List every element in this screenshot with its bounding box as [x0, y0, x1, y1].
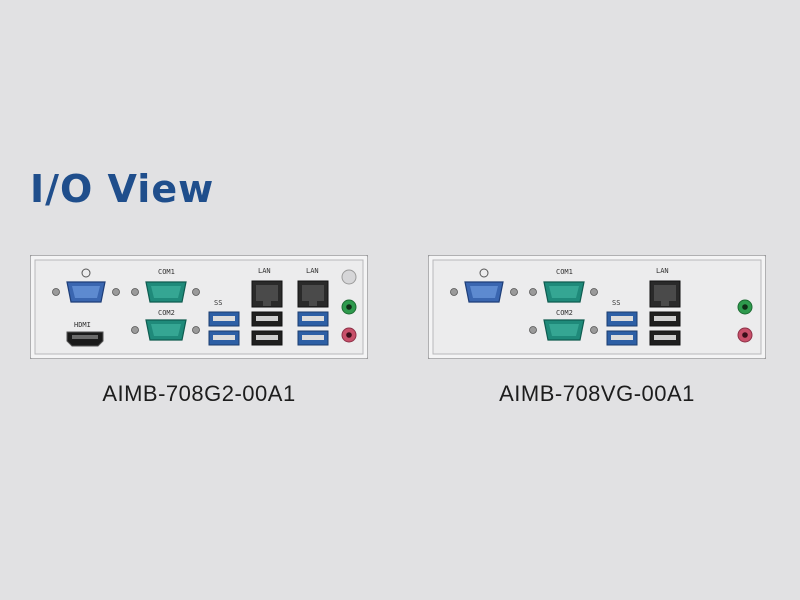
com-port: COM1: [131, 268, 200, 303]
svg-text:LAN: LAN: [306, 267, 319, 275]
usb3-port-stack: [297, 311, 329, 346]
usb3-port-stack: SS: [208, 299, 240, 346]
rj45-port: LAN: [251, 267, 283, 308]
audio-jacks: [737, 299, 753, 343]
svg-text:COM2: COM2: [556, 309, 573, 317]
io-panel-aimb-708vg: COM1 COM2 SS LAN: [428, 255, 766, 359]
rj45-port: LAN: [297, 267, 329, 308]
svg-text:COM2: COM2: [158, 309, 175, 317]
usb3-port-stack: SS: [606, 299, 638, 346]
svg-text:LAN: LAN: [656, 267, 669, 275]
model-label: AIMB-708G2-00A1: [102, 381, 296, 406]
usb-port-stack: [649, 311, 681, 346]
svg-text:SS: SS: [612, 299, 620, 307]
com-port: COM2: [131, 309, 200, 341]
hdmi-port: HDMI: [66, 321, 104, 347]
com-port: COM2: [529, 309, 598, 341]
com-port: COM1: [529, 268, 598, 303]
bracket-inner: [432, 259, 762, 355]
svg-text:LAN: LAN: [258, 267, 271, 275]
page-title: I/O View: [30, 167, 215, 211]
vga-port: [52, 268, 120, 303]
audio-jacks: [341, 269, 357, 343]
svg-text:COM1: COM1: [158, 268, 175, 276]
rj45-port: LAN: [649, 267, 681, 308]
io-panel-aimb-708g2: COM1 HDMI COM2 SS: [30, 255, 368, 359]
svg-text:HDMI: HDMI: [74, 321, 91, 329]
svg-text:COM1: COM1: [556, 268, 573, 276]
usb-port-stack: [251, 311, 283, 346]
svg-text:SS: SS: [214, 299, 222, 307]
model-label: AIMB-708VG-00A1: [499, 381, 695, 406]
vga-port: [450, 268, 518, 303]
